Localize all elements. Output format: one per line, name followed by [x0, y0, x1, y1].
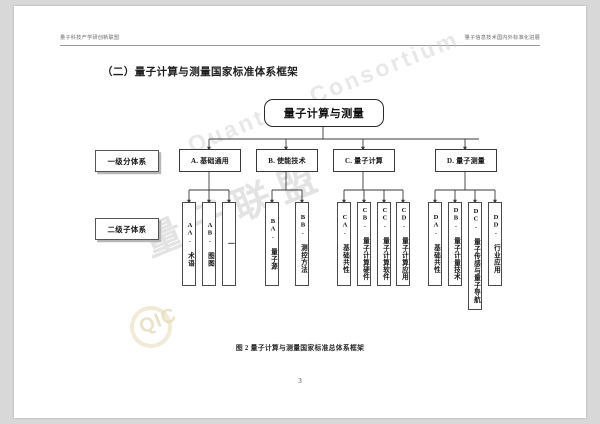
level1-box-a: A. 基础通用	[179, 149, 241, 172]
standards-framework-diagram: 量子计算与测量 一级分体系 二级子体系 A. 基础通用 B. 使能技术 C. 量…	[14, 6, 586, 418]
page-number: 3	[298, 377, 302, 385]
level2-box-da: DA. 基础共性	[428, 202, 442, 286]
level2-box-db: DB. 量子计量技术	[448, 202, 462, 286]
level2-box-dd: DD. 行业应用	[488, 202, 502, 286]
level2-box-ac: 一	[222, 202, 236, 286]
running-head: 量子科技产学研创新联盟 量子信息技术国内外标准化进展	[60, 34, 540, 48]
level2-box-cc: CC. 量子计算软件	[377, 202, 391, 286]
level2-box-ab: AB. 图图	[202, 202, 216, 286]
level2-box-ca: CA. 基础共性	[337, 202, 351, 286]
diagram-connectors	[187, 125, 497, 204]
diagram-root-node: 量子计算与测量	[264, 99, 384, 127]
level2-box-ba: BA. 量子源	[265, 202, 279, 286]
tier-label-level-2: 二级子体系	[95, 218, 159, 240]
level2-box-dc: DC. 量子传感与量子导航	[468, 202, 482, 310]
running-head-left: 量子科技产学研创新联盟	[60, 35, 120, 41]
section-title: （二）量子计算与测量国家标准体系框架	[102, 67, 299, 78]
level2-box-bb: BB. 测控方法	[295, 202, 309, 286]
level2-box-aa: AA. 术语	[182, 202, 196, 286]
tier-label-level-1: 一级分体系	[95, 150, 159, 172]
level1-box-b: B. 使能技术	[256, 149, 318, 172]
level2-box-cb: CB. 量子计算硬件	[357, 202, 371, 286]
level2-box-cd: CD. 量子计算应用	[396, 202, 410, 286]
running-head-rule	[60, 45, 540, 46]
level1-box-d: D. 量子测量	[435, 149, 497, 172]
document-page: 量子科技产学研创新联盟 量子信息技术国内外标准化进展 量子联盟 Quantum …	[14, 6, 586, 418]
level1-box-c: C. 量子计算	[333, 149, 395, 172]
running-head-right: 量子信息技术国内外标准化进展	[464, 35, 540, 41]
figure-caption: 图 2 量子计算与测量国家标准总体系框架	[235, 345, 365, 352]
